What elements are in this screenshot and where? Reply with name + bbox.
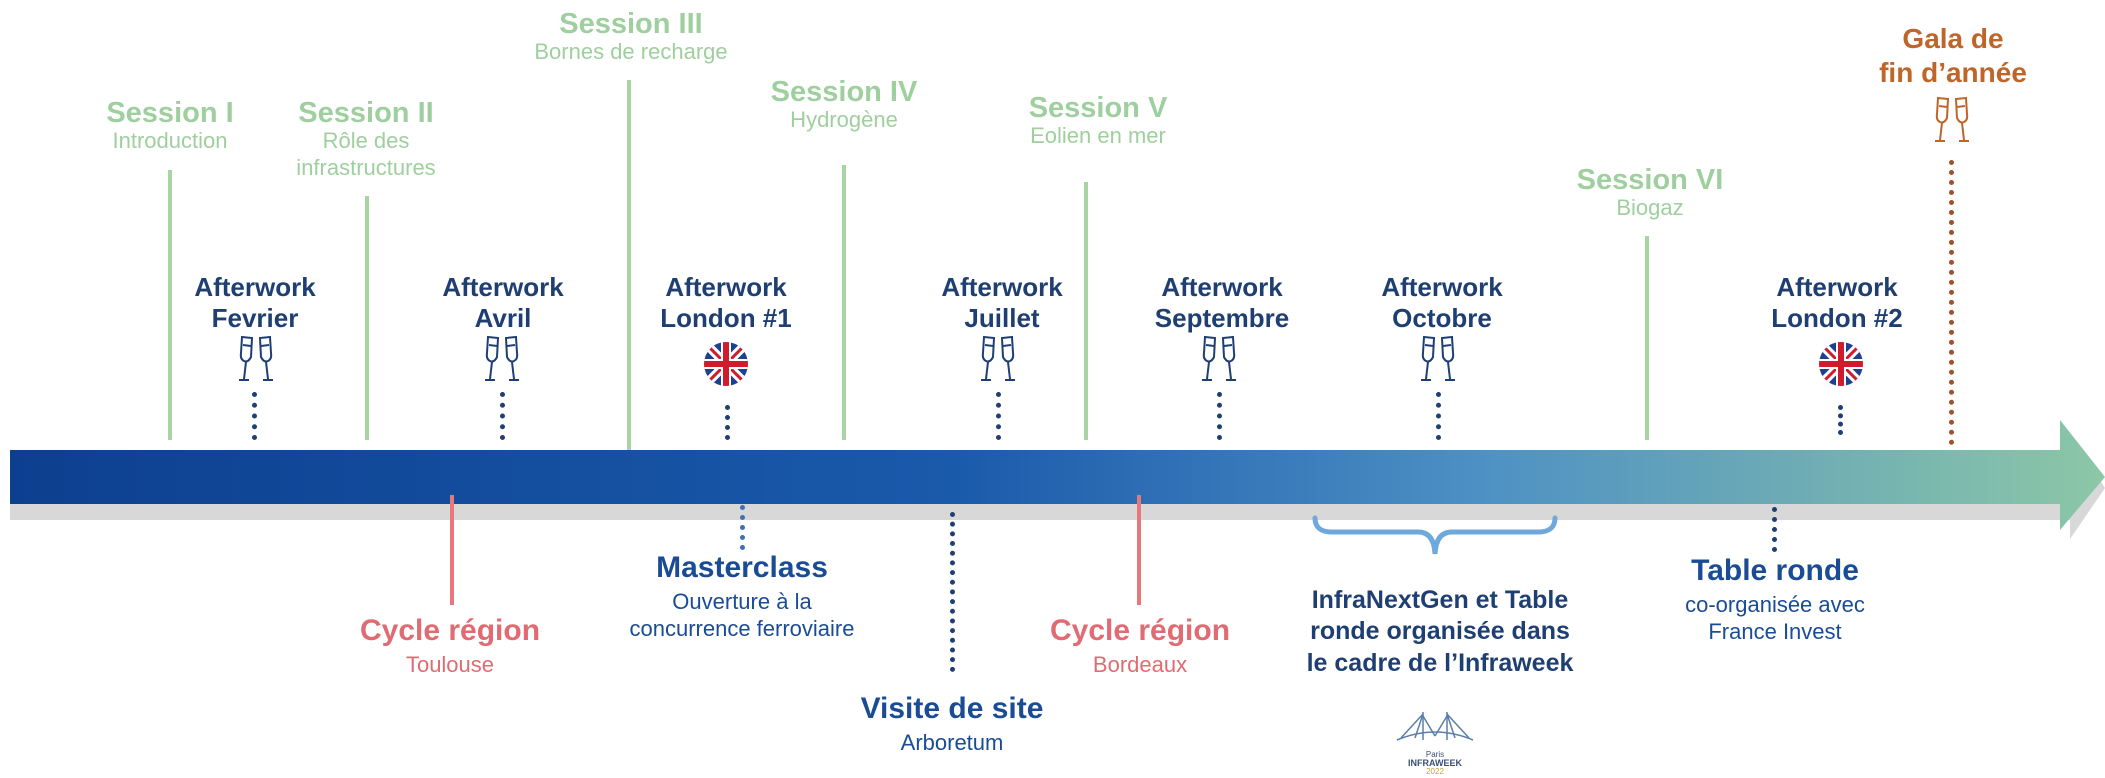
gala-line1: Gala de <box>1902 23 2004 54</box>
afterwork-london-2-line1: Afterwork <box>1776 272 1898 302</box>
afterwork-juillet-line1: Afterwork <box>941 272 1063 302</box>
afterwork-septembre-connector <box>1217 392 1227 440</box>
infranextgen: InfraNextGen et Table ronde organisée da… <box>1307 585 1574 679</box>
afterwork-septembre-line2: Septembre <box>1154 303 1290 334</box>
infraweek-logo-line3: 2022 <box>1426 767 1444 776</box>
uk-flag-icon <box>1818 341 1864 387</box>
session-2-line <box>365 196 369 440</box>
session-2-subtitle-line1: Rôle des <box>322 128 410 154</box>
afterwork-septembre: Afterwork Septembre <box>1155 272 1289 334</box>
infraweek-logo: Paris INFRAWEEK 2022 <box>1393 706 1477 776</box>
session-5-line <box>1084 182 1088 440</box>
session-6-line <box>1645 236 1649 440</box>
session-2: Session II Rôle des infrastructures <box>296 98 435 181</box>
masterclass-line2: concurrence ferroviaire <box>629 616 855 641</box>
afterwork-london-1-connector <box>725 405 735 440</box>
session-6-subtitle: Biogaz <box>1616 195 1684 221</box>
afterwork-avril-line2: Avril <box>474 303 532 334</box>
afterwork-octobre-line2: Octobre <box>1392 303 1492 334</box>
gala: Gala de fin d’année <box>1879 22 2027 89</box>
afterwork-fevrier: Afterwork Fevrier <box>194 272 315 334</box>
infranextgen-line3: le cadre de l’Infraweek <box>1306 648 1574 677</box>
afterwork-london-1: Afterwork London #1 <box>660 272 791 334</box>
session-3-subtitle: Bornes de recharge <box>534 39 728 65</box>
table-ronde-line1: co-organisée avec <box>1685 591 1865 617</box>
session-5-title: Session V <box>1028 92 1168 124</box>
gala-line2: fin d’année <box>1879 56 2027 88</box>
afterwork-juillet-connector <box>996 392 1006 440</box>
masterclass: Masterclass Ouverture à la concurrence f… <box>630 552 855 643</box>
afterwork-fevrier-connector <box>252 392 262 440</box>
cycle-bordeaux: Cycle région Bordeaux <box>1050 615 1230 676</box>
afterwork-juillet-line2: Juillet <box>964 303 1040 334</box>
session-2-subtitle-line2: infrastructures <box>296 154 436 180</box>
session-4: Session IV Hydrogène <box>771 77 918 134</box>
infraweek-logo-line2: INFRAWEEK <box>1408 758 1462 768</box>
afterwork-fevrier-line2: Fevrier <box>211 303 299 334</box>
visite-de-site: Visite de site Arboretum <box>861 693 1044 756</box>
champagne-glasses-icon <box>1201 333 1237 387</box>
afterwork-london-2: Afterwork London #2 <box>1771 272 1902 334</box>
afterwork-octobre-line1: Afterwork <box>1381 272 1503 302</box>
cycle-toulouse-line <box>450 495 454 605</box>
session-4-subtitle: Hydrogène <box>790 107 898 133</box>
gala-connector <box>1949 160 1959 445</box>
champagne-glasses-icon <box>1934 94 1970 148</box>
champagne-glasses-icon <box>980 333 1016 387</box>
afterwork-london-2-line2: London #2 <box>1771 303 1903 334</box>
uk-flag-icon <box>703 341 749 387</box>
table-ronde-title: Table ronde <box>1691 554 1859 587</box>
afterwork-london-1-line1: Afterwork <box>665 272 787 302</box>
afterwork-octobre-connector <box>1436 392 1446 440</box>
session-3-line <box>627 80 631 450</box>
session-6-title: Session VI <box>1576 164 1724 196</box>
afterwork-septembre-line1: Afterwork <box>1161 272 1283 302</box>
champagne-glasses-icon <box>1420 333 1456 387</box>
session-1-line <box>168 170 172 440</box>
infranextgen-line1: InfraNextGen et Table <box>1311 586 1569 614</box>
session-4-line <box>842 165 846 440</box>
infranextgen-line2: ronde organisée dans <box>1310 617 1570 646</box>
session-1-subtitle: Introduction <box>112 128 228 154</box>
cycle-bordeaux-title: Cycle région <box>1049 614 1231 647</box>
session-1: Session I Introduction <box>106 98 233 155</box>
session-3: Session III Bornes de recharge <box>534 9 727 66</box>
infraweek-logo-line1: Paris <box>1425 750 1445 759</box>
cycle-toulouse-subtitle: Toulouse <box>405 651 495 677</box>
curly-brace <box>1312 515 1558 555</box>
champagne-glasses-icon <box>484 333 520 387</box>
cycle-toulouse-title: Cycle région <box>359 614 541 647</box>
session-6: Session VI Biogaz <box>1577 165 1724 222</box>
session-2-title: Session II <box>298 97 434 129</box>
afterwork-fevrier-line1: Afterwork <box>194 272 316 302</box>
cycle-bordeaux-subtitle: Bordeaux <box>1092 651 1188 677</box>
bridge-icon <box>1396 712 1474 741</box>
cycle-toulouse: Cycle région Toulouse <box>360 615 540 676</box>
afterwork-london-1-line2: London #1 <box>660 303 792 334</box>
table-ronde-line2: France Invest <box>1708 619 1842 644</box>
afterwork-juillet: Afterwork Juillet <box>941 272 1062 334</box>
afterwork-avril-line1: Afterwork <box>442 272 564 302</box>
session-3-title: Session III <box>559 8 703 40</box>
champagne-glasses-icon <box>238 333 274 387</box>
visite-connector <box>950 512 960 672</box>
table-ronde: Table ronde co-organisée avec France Inv… <box>1685 555 1865 646</box>
afterwork-london-2-connector <box>1838 405 1848 435</box>
cycle-bordeaux-line <box>1137 495 1141 605</box>
masterclass-line1: Ouverture à la <box>672 588 812 614</box>
session-5: Session V Eolien en mer <box>1029 93 1168 150</box>
masterclass-title: Masterclass <box>656 551 828 584</box>
masterclass-connector <box>740 505 750 550</box>
session-1-title: Session I <box>106 97 234 129</box>
visite-subtitle: Arboretum <box>900 729 1004 755</box>
session-4-title: Session IV <box>770 76 918 108</box>
session-5-subtitle: Eolien en mer <box>1030 123 1166 149</box>
table-ronde-connector <box>1772 507 1782 552</box>
afterwork-avril-connector <box>500 392 510 440</box>
visite-title: Visite de site <box>860 692 1044 725</box>
afterwork-octobre: Afterwork Octobre <box>1381 272 1502 334</box>
afterwork-avril: Afterwork Avril <box>442 272 563 334</box>
